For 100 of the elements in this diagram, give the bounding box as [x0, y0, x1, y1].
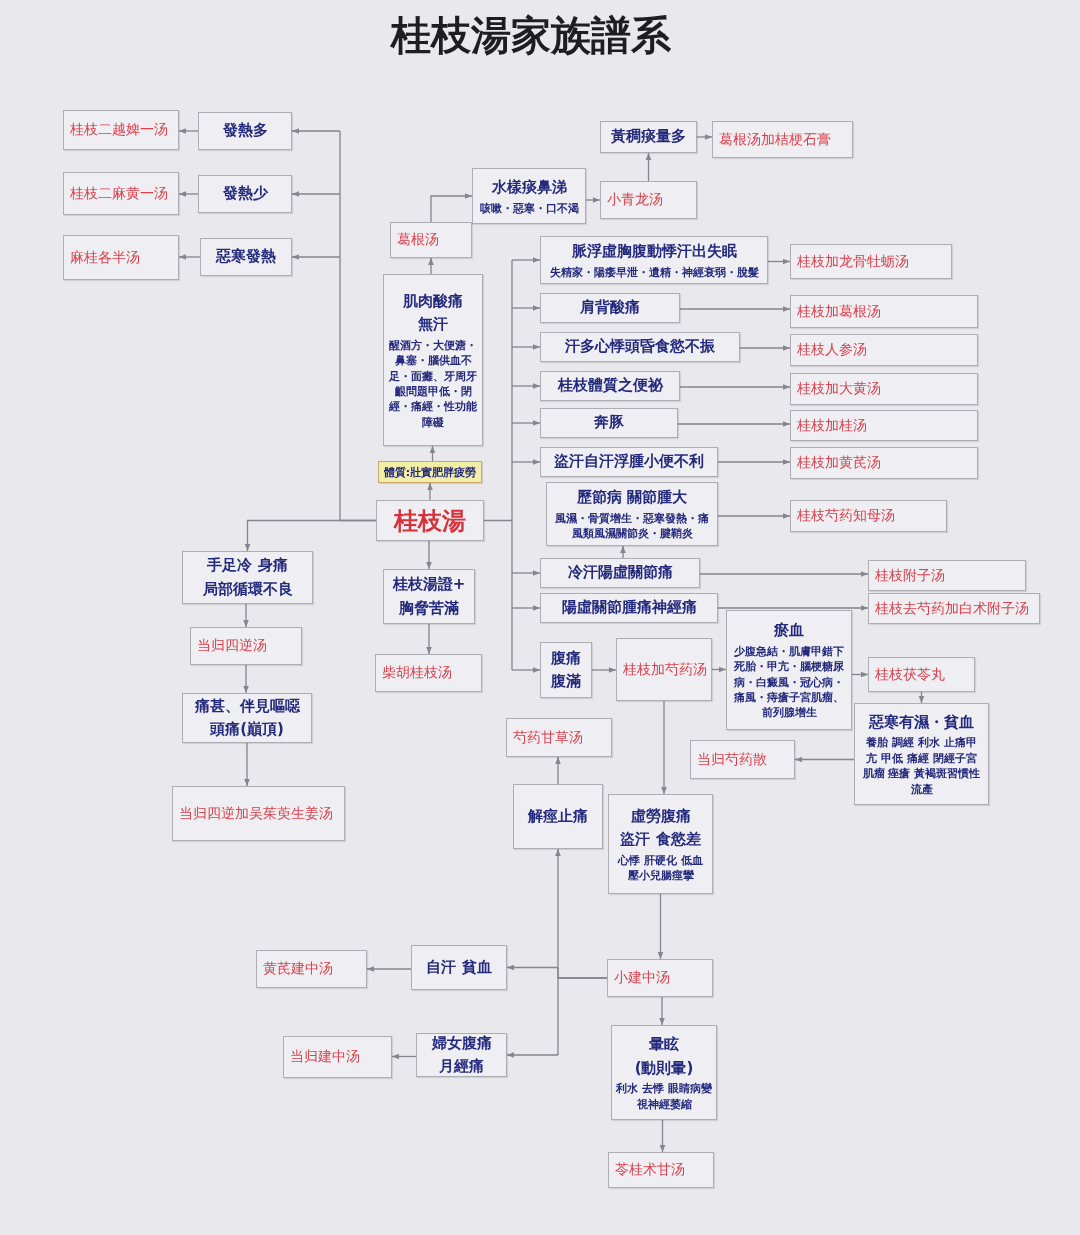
arrow — [178, 191, 199, 197]
arrow — [585, 197, 601, 203]
note-text: 咳嗽・惡寒・口不渴 — [479, 200, 579, 216]
symptom-box: 發熱少 — [198, 175, 292, 213]
arrow — [696, 134, 713, 140]
heading-text: 腹痛 — [551, 648, 581, 668]
note-text: 利水 去悸 眼睛病變視神經萎縮 — [616, 1081, 712, 1112]
note-text: 醒酒方・大便溏・鼻塞・腦供血不足・面癱、牙周牙齦問題甲低・閉經・痛經・性功能障礙 — [388, 337, 478, 431]
formula-box: 小建中汤 — [607, 959, 713, 997]
heading-text: 惡寒有濕・貧血 — [869, 712, 974, 733]
note-text: 養胎 調經 利水 止痛甲亢 甲低 痛經 閉經子宮肌瘤 痤瘡 黃褐斑習慣性流產 — [861, 735, 982, 798]
heading-text: 瘀血 — [774, 621, 804, 641]
symptom-box: 奔豚 — [540, 408, 678, 438]
highlight-box: 體質:壯實肥胖疲勞 — [378, 461, 482, 483]
arrow — [645, 152, 652, 182]
heading-text: 手足冷 身痛 — [207, 556, 288, 576]
arrow — [679, 384, 791, 390]
heading-text: 月經痛 — [439, 1057, 484, 1077]
symptom-box: 盜汗自汗浮腫小便不利 — [540, 447, 718, 477]
heading-text: 虛勞腹痛 — [630, 806, 691, 827]
symptom-box: 陽虛關節腫痛神經痛 — [540, 593, 718, 623]
arrow — [428, 257, 434, 275]
arrow — [511, 459, 541, 465]
symptom-box: 肩背酸痛 — [540, 293, 680, 323]
formula-box: 桂枝茯苓丸 — [868, 657, 975, 692]
symptom-box — [608, 794, 713, 894]
heading-text: 肌肉酸痛 — [403, 291, 463, 312]
symptom-box — [726, 610, 852, 730]
arrow — [243, 603, 249, 628]
arrow — [659, 996, 665, 1026]
arrow — [717, 513, 791, 519]
heading-text: 脈浮虛胸腹動悸汗出失眠 — [571, 242, 737, 262]
arrow — [717, 459, 791, 465]
formula-box: 黄芪建中汤 — [256, 950, 367, 988]
arrow — [244, 742, 250, 787]
formula-box: 当归建中汤 — [283, 1036, 392, 1078]
symptom-box: 桂枝體質之便祕 — [540, 371, 680, 401]
arrow — [511, 344, 541, 350]
heading-text: 歷節病 關節腫大 — [576, 488, 688, 508]
symptom-box: 解痙止痛 — [513, 784, 603, 849]
arrow — [178, 254, 201, 260]
note-text: 風濕・骨質增生・惡寒發熱・痛風類風濕關節炎・腱鞘炎 — [554, 510, 710, 542]
heading-text: 局部循環不良 — [202, 579, 293, 599]
formula-box: 麻桂各半汤 — [63, 235, 179, 280]
symptom-box — [383, 569, 475, 624]
symptom-box: 黃稠痰量多 — [600, 121, 697, 153]
note-text: 少腹急結・肌膚甲錯下死胎・甲亢・腦梗糖尿病・白癜風・冠心病・痛風・痔瘡子宮肌瘤、前列腺增生 — [733, 643, 845, 721]
arrow — [506, 1052, 559, 1058]
arrow — [426, 540, 432, 570]
arrow — [178, 128, 199, 134]
heading-text: 婦女腹痛 — [431, 1033, 492, 1053]
arrow — [291, 191, 341, 197]
arrow — [555, 756, 561, 785]
arrow — [244, 519, 377, 552]
symptom-box — [383, 274, 483, 446]
arrow — [794, 756, 855, 763]
symptom-box: 冷汗陽虛關節痛 — [540, 558, 700, 588]
formula-box: 桂枝去芍药加白术附子汤 — [868, 593, 1040, 624]
arrow — [511, 383, 541, 389]
symptom-box — [182, 693, 312, 743]
diagram-title: 桂枝湯家族譜系 — [391, 10, 671, 60]
arrow — [391, 1053, 417, 1060]
symptom-box: 惡寒發熱 — [200, 238, 292, 276]
symptom-box — [540, 642, 592, 698]
heading-text: 暈眩 — [649, 1035, 679, 1055]
arrow — [511, 570, 541, 576]
formula-box: 当归四逆加吴茱萸生姜汤 — [172, 786, 345, 841]
arrow — [717, 605, 869, 611]
formula-box: 桂枝芍药知母汤 — [790, 500, 947, 532]
arrow — [506, 964, 559, 971]
formula-box: 葛根汤 — [390, 222, 472, 258]
formula-box: 桂枝加大黄汤 — [790, 373, 978, 405]
formula-box: 苓桂术甘汤 — [608, 1152, 714, 1188]
heading-text: 痛甚、伴見嘔噁 — [194, 696, 300, 716]
arrow — [679, 306, 791, 312]
symptom-box — [472, 168, 586, 224]
arrow — [711, 666, 727, 673]
arrow — [591, 667, 617, 673]
symptom-box: 自汗 貧血 — [411, 945, 507, 990]
symptom-box — [854, 703, 989, 805]
formula-box: 桂枝加黄芪汤 — [790, 447, 978, 479]
formula-box: 葛根汤加桔梗石膏 — [712, 121, 853, 158]
symptom-box — [540, 236, 768, 284]
arrow — [426, 623, 432, 655]
symptom-box — [611, 1025, 717, 1120]
formula-box: 桂枝加葛根汤 — [790, 295, 978, 328]
formula-box: 小青龙汤 — [600, 181, 697, 219]
formula-box: 桂枝加桂汤 — [790, 410, 978, 441]
arrow — [767, 258, 791, 265]
arrow — [511, 257, 541, 263]
arrow — [739, 345, 791, 351]
formula-box: 当归芍药散 — [690, 740, 795, 779]
arrow — [511, 605, 541, 611]
arrow — [243, 664, 249, 694]
symptom-box: 發熱多 — [198, 112, 292, 150]
formula-box: 桂枝附子汤 — [868, 560, 1026, 591]
arrow — [851, 671, 869, 678]
formula-box: 桂枝加芍药汤 — [616, 638, 712, 701]
arrow — [620, 545, 626, 559]
arrow — [677, 421, 791, 427]
